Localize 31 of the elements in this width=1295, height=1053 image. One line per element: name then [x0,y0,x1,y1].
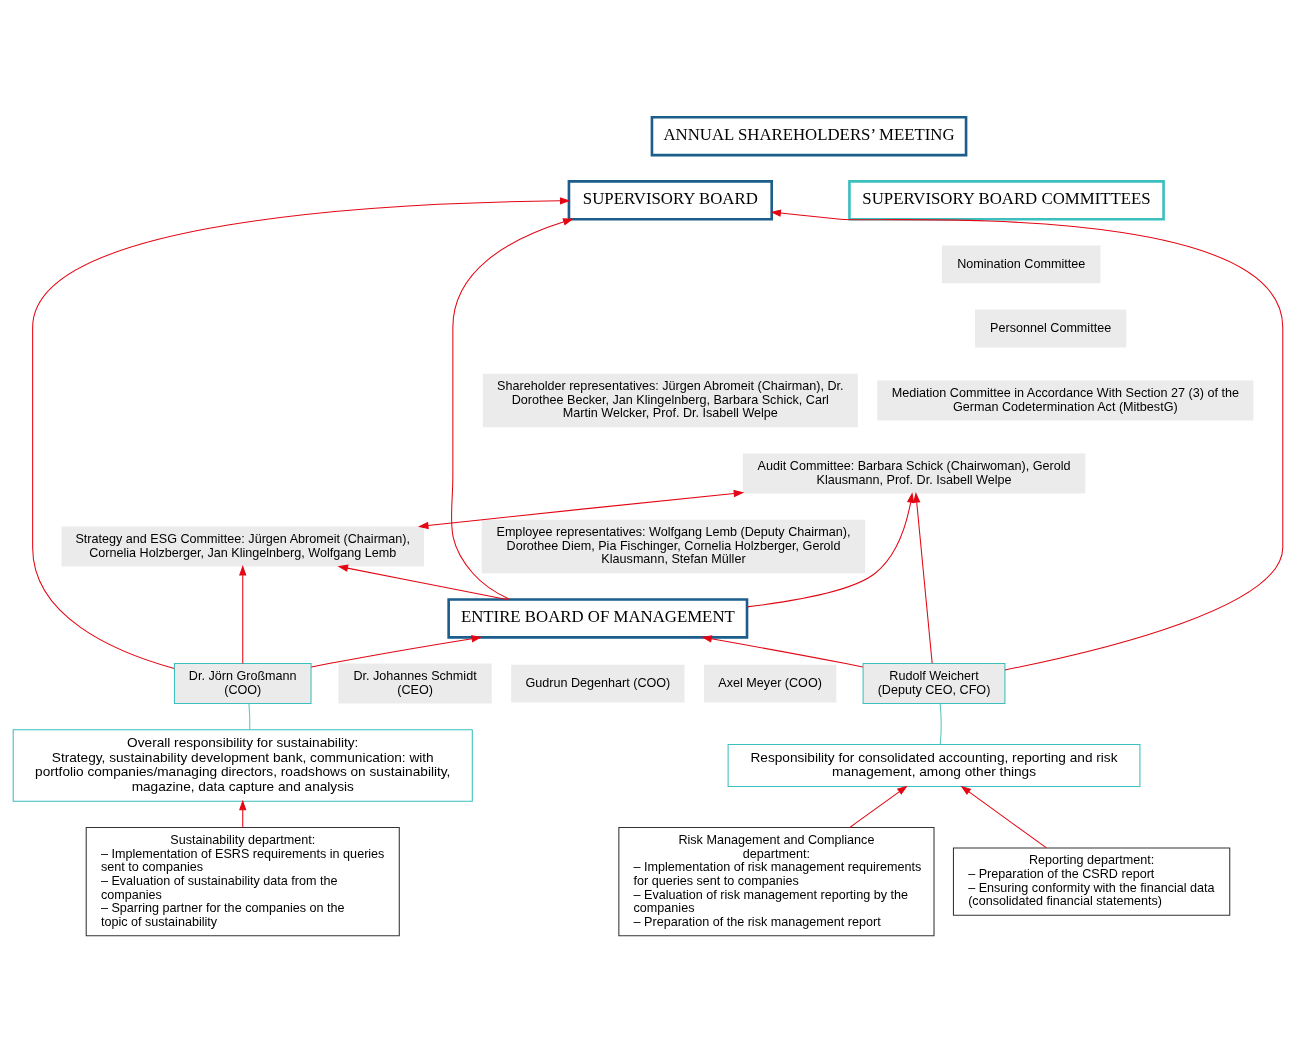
arrow [337,564,507,600]
arrow [238,799,246,828]
node-box: Dr. Johannes Schmidt (CEO) [337,663,492,704]
node-box: Strategy and ESG Committee: Jürgen Abromeit (Chairman), Cornelia Holzberger, Jan Klingelnberg, Wolfgang Lemb [61,526,424,567]
arrow [746,492,914,608]
node-box: SUPERVISORY BOARD [567,180,773,221]
arrow [31,197,570,670]
node-box: Risk Management and Compliance department: – Implementation of risk management requirements for queries sent to companies – Evaluation of risk management reporting by the companies – Preparation of the risk management report [617,826,935,937]
node-box: SUPERVISORY BOARD COMMITTEES [847,180,1165,221]
node-box: Audit Committee: Barbara Schick (Chairwoman), Gerold Klausmann, Prof. Dr. Isabell Welpe [742,453,1085,494]
node-box: Responsibility for consolidated accounting, reporting and risk management, among other things [727,743,1140,788]
node-box: Employee representatives: Wolfgang Lemb (Deputy Chairman), Dorothee Diem, Pia Fischinger, Cornelia Holzberger, Gerold Klausmann, Stefan Müller [481,519,865,574]
arrow [960,785,1047,849]
node-box: ENTIRE BOARD OF MANAGEMENT [446,598,748,639]
connector [939,703,942,745]
arrow [238,564,246,664]
node-box: Sustainability department: – Implementation of ESRS requirements in queries sent to companies – Evaluation of sustainability data from the companies – Sparring partner for the companies on the topic of sustainability [85,826,400,937]
connector [247,703,250,731]
node-box: ANNUAL SHAREHOLDERS’ MEETING [650,116,967,157]
node-box: Dr. Jörn Großmann (COO) [173,663,312,705]
arrow [769,209,1283,671]
arrow [700,635,863,668]
node-box: Reporting department: – Preparation of the CSRD report – Ensuring conformity with the financial data (consolidated financial statements) [952,847,1230,916]
node-box: Rudolf Weichert (Deputy CEO, CFO) [862,663,1005,705]
arrow [912,492,933,664]
arrow [849,785,908,828]
node-box: Overall responsibility for sustainability: Strategy, sustainability development bank, communication: with portfolio companies/managing directors, roadshows on sustainability, magazine, data capture and analysis [12,729,473,802]
node-box: Axel Meyer (COO) [703,664,836,703]
arrow [450,218,574,600]
arrow [417,489,744,530]
arrow [310,635,482,668]
